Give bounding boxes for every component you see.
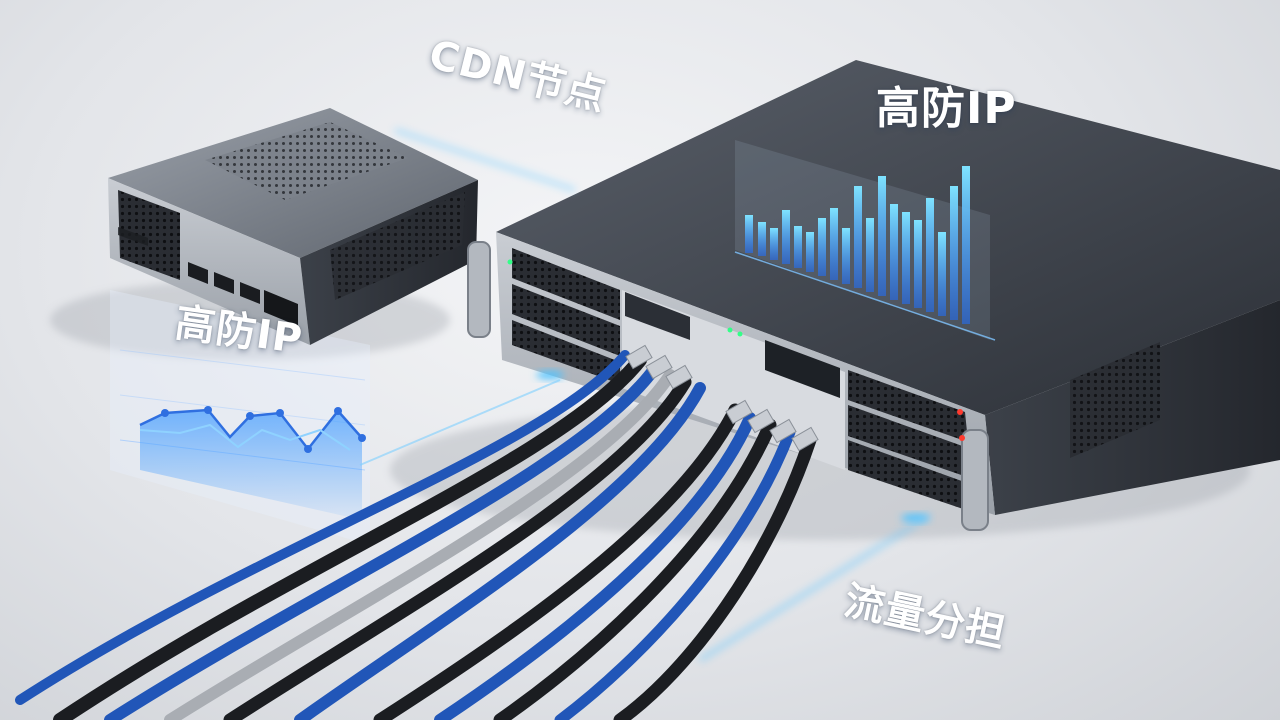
rack-server: [467, 60, 1280, 531]
left-line-chart: [110, 290, 370, 545]
network-cables: [15, 350, 817, 720]
small-server: [108, 108, 478, 345]
cable-connectors: [625, 344, 819, 452]
high-defense-ip-label-main: 高防IP: [876, 83, 1017, 134]
main-bar-chart: [734, 140, 996, 341]
